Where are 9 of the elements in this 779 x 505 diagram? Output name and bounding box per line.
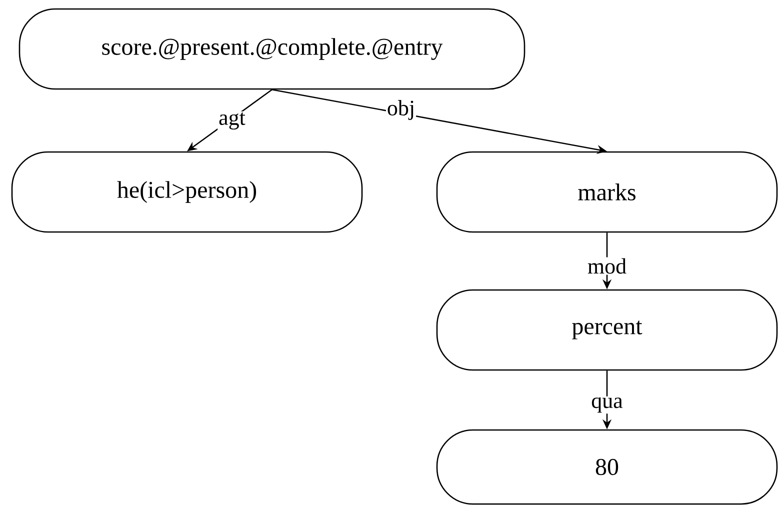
rounded-box: score.@present.@complete.@entry: [18, 8, 526, 90]
edge-label: obj: [386, 99, 416, 121]
edge-label: agt: [218, 111, 246, 131]
rounded-box: percent: [436, 289, 778, 371]
rounded-box: he(icl>person): [11, 151, 363, 233]
rounded-box: 80: [436, 429, 778, 505]
edge-label: mod: [586, 257, 628, 275]
rounded-box: marks: [436, 151, 778, 233]
edge-label: qua: [590, 396, 624, 414]
